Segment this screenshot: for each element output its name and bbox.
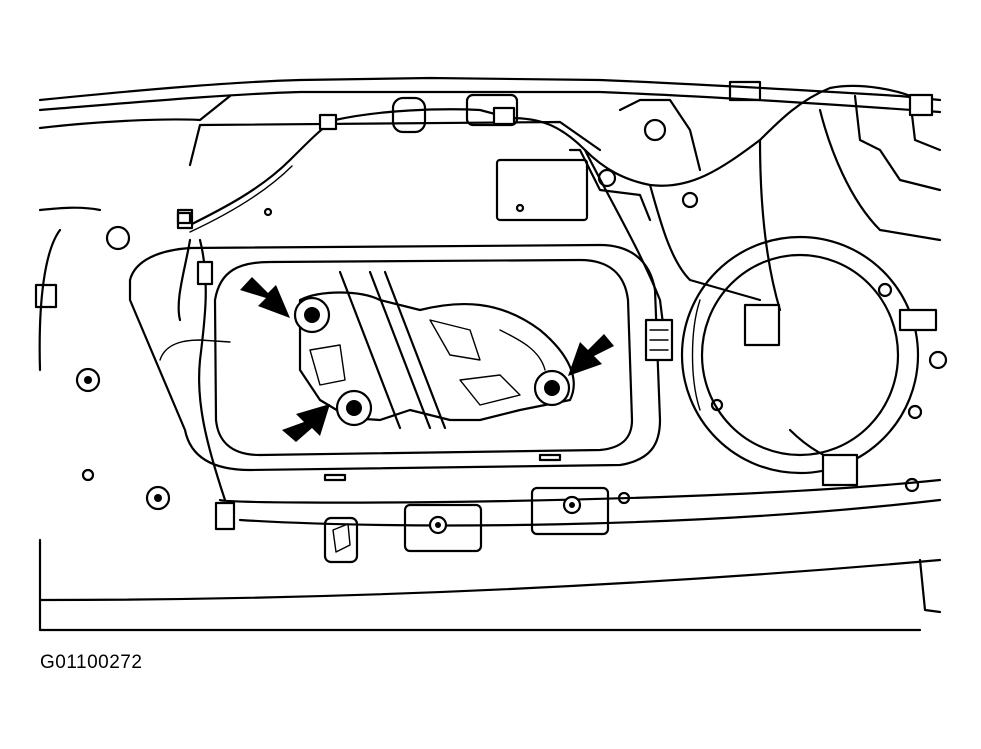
lower-mounting-pads (323, 453, 610, 564)
speaker-opening (680, 235, 920, 475)
connector-speaker (743, 303, 859, 487)
connector-center-right (644, 318, 674, 362)
arrow-upper-left (240, 277, 290, 318)
bolt-upper-left (293, 296, 331, 334)
arrow-lower-left (282, 404, 330, 442)
bolt-right (533, 369, 571, 407)
connector-top-clip (318, 106, 516, 131)
connector-left-lower (214, 501, 236, 531)
window-regulator (298, 270, 575, 430)
door-panel-diagram (34, 76, 948, 632)
upper-panel-details (34, 80, 762, 309)
figure-code: G01100272 (40, 652, 143, 673)
mounting-holes (75, 118, 948, 511)
connector-right-edge (898, 93, 938, 332)
door-frame-outline (38, 76, 942, 632)
bolt-lower-center (335, 389, 373, 427)
arrow-right (568, 334, 614, 376)
wiring-harness (177, 84, 922, 502)
